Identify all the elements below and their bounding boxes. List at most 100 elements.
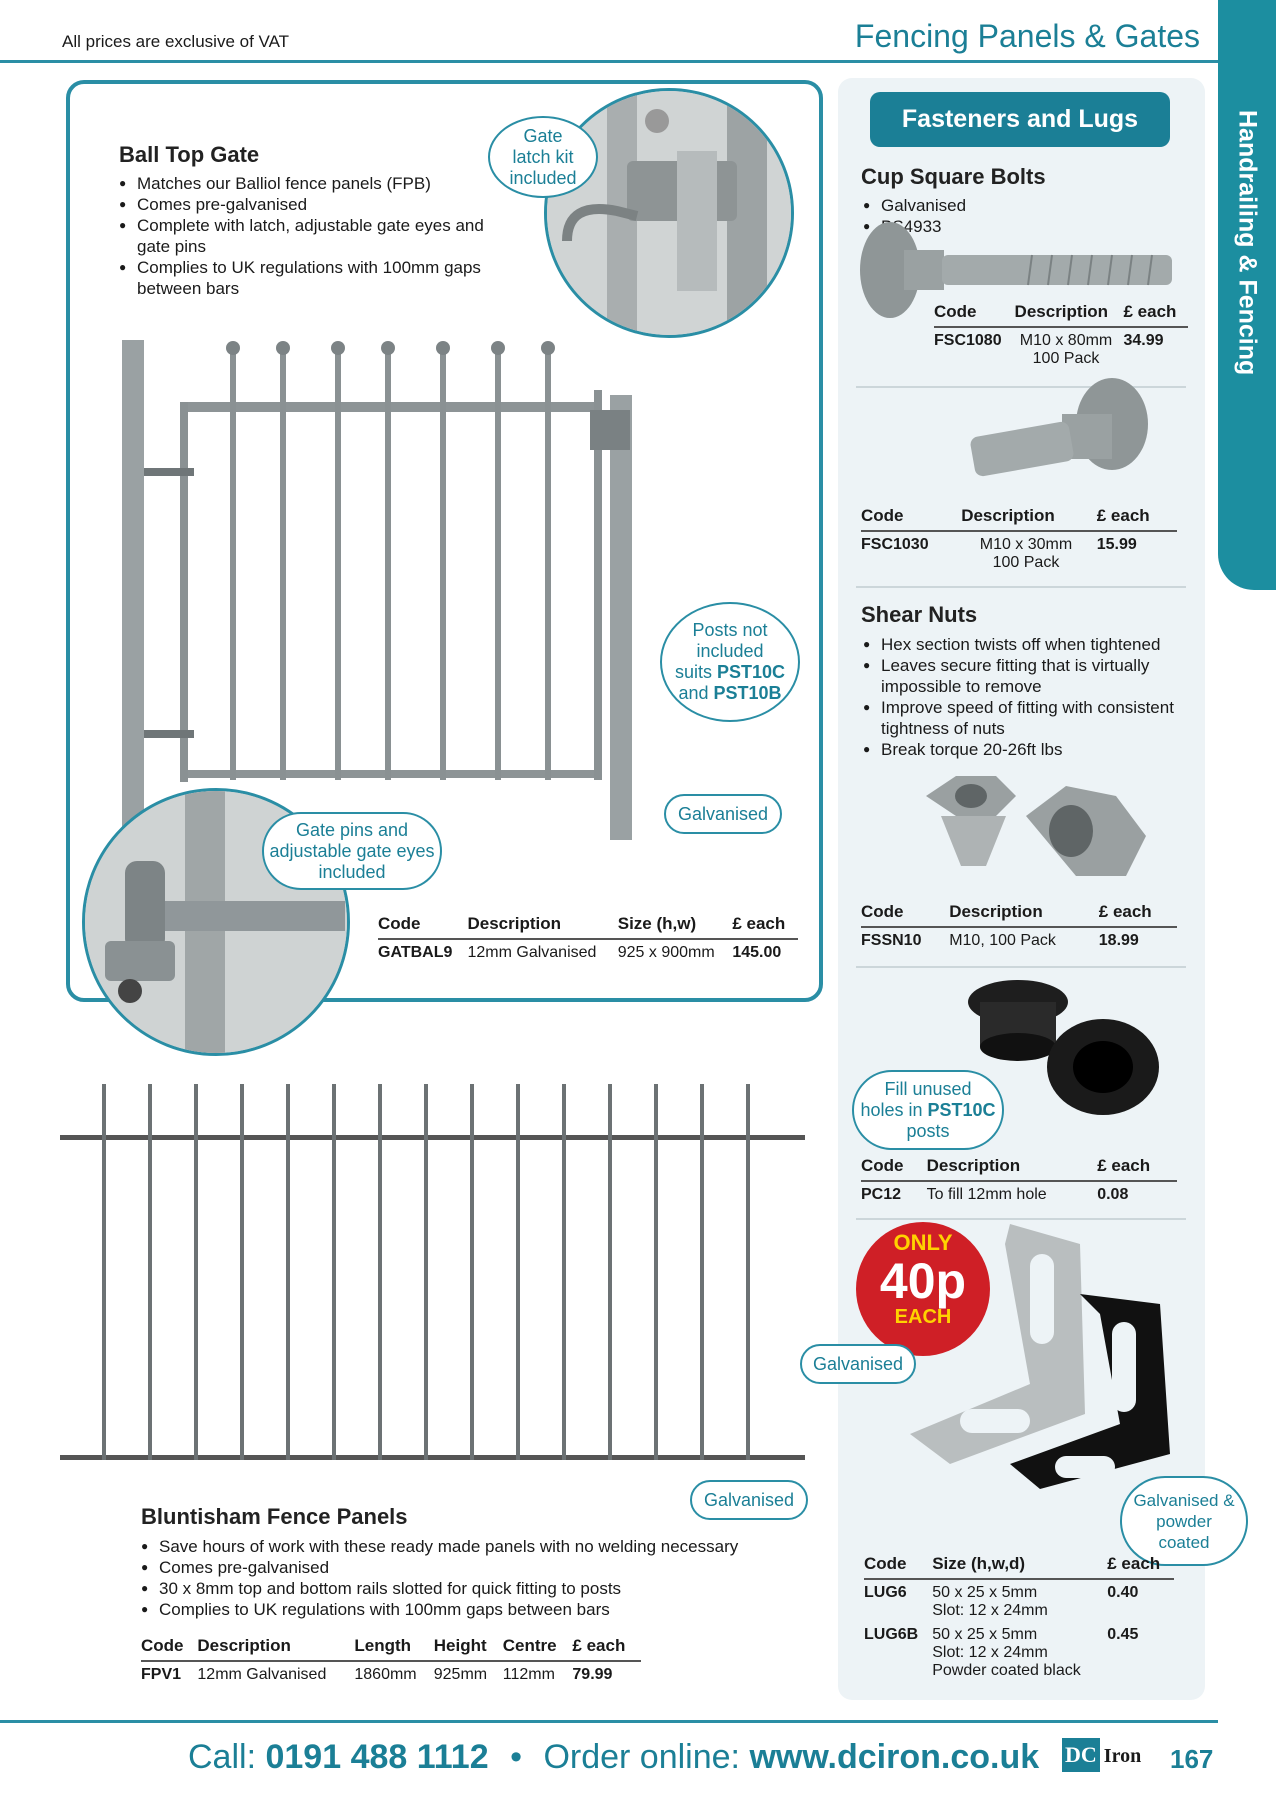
- list-item: 30 x 8mm top and bottom rails slotted fo…: [139, 1578, 779, 1599]
- callout-posts: Posts not included suits PST10C and PST1…: [660, 602, 800, 722]
- shear-nuts-bullets: Hex section twists off when tightened Le…: [861, 634, 1191, 760]
- badge-price: 40p: [879, 1253, 967, 1309]
- section-title: Fencing Panels & Gates: [854, 18, 1200, 54]
- cup-bolt-short-image: [970, 378, 1148, 477]
- list-item: Complies to UK regulations with 100mm ga…: [117, 257, 517, 299]
- column-header: £ each: [1123, 300, 1188, 328]
- list-item: Comes pre-galvanised: [117, 194, 517, 215]
- vat-note: All prices are exclusive of VAT: [62, 32, 290, 51]
- lugs-powder-badge: Galvanised & powder coated: [1120, 1476, 1248, 1566]
- column-header: Description: [1014, 300, 1124, 328]
- footer-divider: [0, 1720, 1218, 1723]
- column-header: £ each: [1096, 504, 1177, 532]
- list-item: Break torque 20-26ft lbs: [861, 739, 1191, 760]
- list-item: Galvanised: [861, 195, 1061, 216]
- column-header: Code: [861, 504, 962, 532]
- latch-closeup-image: [544, 88, 794, 338]
- column-header: Description: [961, 504, 1097, 532]
- call-label: Call:: [188, 1738, 257, 1776]
- lugs-table: Code Size (h,w,d) £ each LUG6 50 x 25 x …: [864, 1552, 1174, 1682]
- column-header: Code: [864, 1552, 933, 1580]
- column-header: £ each: [1097, 1154, 1177, 1182]
- table-row: PC12 To fill 12mm hole 0.08: [861, 1186, 1129, 1203]
- ball-top-gate-box: [66, 80, 823, 1002]
- logo-iron: Iron: [1103, 1745, 1142, 1767]
- column-header: Description: [949, 900, 1099, 928]
- column-header: £ each: [1098, 900, 1177, 928]
- column-header: Code: [378, 912, 468, 940]
- footer-bullet: •: [510, 1738, 522, 1776]
- callout-fill-holes: Fill unused holes in PST10C posts: [852, 1070, 1004, 1150]
- fence-panel-image: [60, 1084, 805, 1460]
- column-header: Size (h,w,d): [932, 1552, 1108, 1580]
- cup-bolt-long-table: Code Description £ each FSC1080 M10 x 80…: [934, 300, 1188, 370]
- column-header: Code: [861, 900, 950, 928]
- divider: [856, 586, 1186, 588]
- table-row: FPV1 12mm Galvanised 1860mm 925mm 112mm …: [141, 1666, 613, 1683]
- divider: [856, 386, 1186, 388]
- badge-each: EACH: [894, 1306, 952, 1328]
- logo-dc: DC: [1062, 1738, 1100, 1772]
- table-row: GATBAL9 12mm Galvanised 925 x 900mm 145.…: [378, 944, 782, 961]
- shear-nuts-title: Shear Nuts: [861, 602, 978, 627]
- column-header: £ each: [1107, 1552, 1174, 1580]
- list-item: Complies to UK regulations with 100mm ga…: [139, 1599, 779, 1620]
- website-link[interactable]: www.dciron.co.uk: [749, 1738, 1040, 1776]
- post-caps-table: Code Description £ each PC12 To fill 12m…: [861, 1154, 1177, 1206]
- ball-top-gate-bullets: Matches our Balliol fence panels (FPB) C…: [117, 173, 517, 299]
- gate-galvanised-badge: Galvanised: [664, 794, 782, 834]
- divider: [856, 1218, 1186, 1220]
- column-header: Size (h,w): [617, 912, 733, 940]
- ball-top-gate-title: Ball Top Gate: [119, 142, 260, 167]
- price-badge: ONLY 40p EACH: [856, 1222, 990, 1356]
- panel-galvanised-badge: Galvanised: [690, 1480, 808, 1520]
- column-header: Description: [197, 1634, 355, 1662]
- callout-gate-pins: Gate pins and adjustable gate eyes inclu…: [262, 812, 442, 890]
- list-item: Save hours of work with these ready made…: [139, 1536, 779, 1557]
- table-row: FSSN10 M10, 100 Pack 18.99: [861, 932, 1139, 949]
- list-item: Hex section twists off when tightened: [861, 634, 1191, 655]
- bluntisham-bullets: Save hours of work with these ready made…: [139, 1536, 779, 1620]
- bluntisham-spec-table: Code Description Length Height Centre £ …: [141, 1634, 641, 1686]
- list-item: Improve speed of fitting with consistent…: [861, 697, 1191, 739]
- divider: [856, 966, 1186, 968]
- column-header: Height: [433, 1634, 503, 1662]
- phone-link[interactable]: 0191 488 1112: [265, 1738, 489, 1776]
- column-header: Code: [141, 1634, 198, 1662]
- column-header: £ each: [732, 912, 798, 940]
- cup-bolt-long-image: [860, 222, 1172, 318]
- list-item: Complete with latch, adjustable gate eye…: [117, 215, 517, 257]
- column-header: Code: [861, 1154, 927, 1182]
- order-label: Order online:: [543, 1738, 740, 1776]
- column-header: Description: [926, 1154, 1098, 1182]
- side-tab-label: Handrailing & Fencing: [1233, 110, 1262, 376]
- column-header: Centre: [502, 1634, 573, 1662]
- header-divider: [0, 60, 1218, 63]
- list-item: Comes pre-galvanised: [139, 1557, 779, 1578]
- column-header: £ each: [572, 1634, 641, 1662]
- cup-bolt-short-table: Code Description £ each FSC1030 M10 x 30…: [861, 504, 1177, 574]
- page-number: 167: [1170, 1744, 1214, 1774]
- gate-spec-table: Code Description Size (h,w) £ each GATBA…: [378, 912, 798, 964]
- post-caps-image: [968, 980, 1159, 1115]
- ball-top-gate-image: [122, 340, 632, 840]
- cup-square-title: Cup Square Bolts: [861, 164, 1046, 189]
- bluntisham-title: Bluntisham Fence Panels: [141, 1504, 408, 1529]
- lugs-image: [910, 1224, 1170, 1489]
- list-item: Leaves secure fitting that is virtually …: [861, 655, 1191, 697]
- shear-nuts-image: [926, 776, 1146, 876]
- shear-nuts-table: Code Description £ each FSSN10 M10, 100 …: [861, 900, 1177, 952]
- side-tab[interactable]: Handrailing & Fencing: [1218, 0, 1276, 590]
- column-header: Description: [467, 912, 618, 940]
- lugs-galvanised-badge: Galvanised: [800, 1344, 916, 1384]
- column-header: Code: [934, 300, 1015, 328]
- footer-contact: Call: 0191 488 1112 • Order online: www.…: [188, 1738, 1039, 1777]
- callout-latch-kit: Gate latch kit included: [488, 116, 598, 198]
- list-item: Matches our Balliol fence panels (FPB): [117, 173, 517, 194]
- column-header: Length: [354, 1634, 434, 1662]
